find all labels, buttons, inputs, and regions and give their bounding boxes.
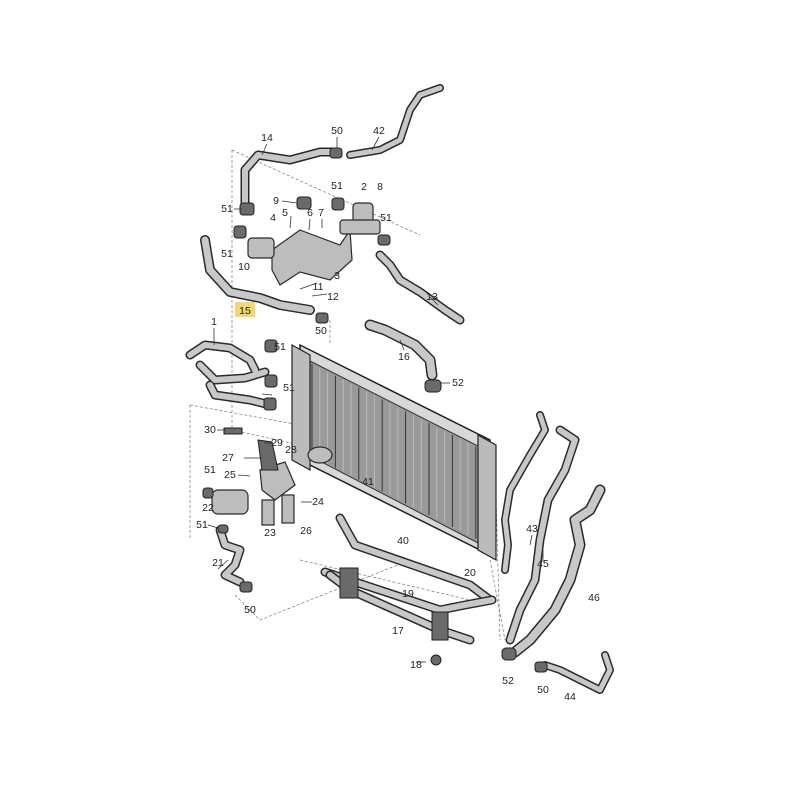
callout-50: 50 [537, 684, 549, 696]
callout-46: 46 [588, 592, 600, 604]
callout-15: 15 [239, 305, 251, 317]
leader-line [261, 143, 268, 156]
hose-44-fill [542, 652, 613, 693]
callout-51: 51 [274, 341, 286, 353]
callout-51: 51 [331, 180, 343, 192]
callout-12: 12 [327, 291, 339, 303]
callout-40: 40 [397, 535, 409, 547]
hose-21-fill [217, 527, 243, 585]
callout-50: 50 [331, 125, 343, 137]
callout-4: 4 [270, 212, 276, 224]
leader-lines [207, 136, 544, 663]
valve-10 [247, 237, 275, 259]
hose-1-fill [187, 342, 273, 408]
leader-line [311, 293, 328, 297]
hose-43-fill [502, 412, 548, 573]
hose-13-fill [377, 252, 463, 323]
bracket-27 [259, 461, 296, 501]
leader-line [261, 393, 273, 396]
callout-50: 50 [315, 325, 327, 337]
leader-line [308, 218, 311, 231]
callout-20: 20 [464, 567, 476, 579]
callout-1: 1 [211, 316, 217, 328]
callout-21: 21 [212, 557, 224, 569]
callout-51: 51 [380, 212, 392, 224]
leader-line [299, 282, 318, 290]
callout-14: 14 [261, 132, 273, 144]
callout-11: 11 [313, 281, 324, 293]
bracket-3 [271, 228, 353, 286]
sensor-30 [223, 427, 243, 435]
callout-52: 52 [452, 377, 464, 389]
leader-line [237, 474, 251, 477]
hoses [185, 84, 614, 694]
callout-2: 2 [361, 181, 367, 193]
callout-45: 45 [537, 558, 549, 570]
callout-51: 51 [196, 519, 208, 531]
radiator-41 [291, 343, 497, 562]
callout-44: 44 [564, 691, 576, 703]
leader-line [281, 200, 298, 204]
callout-3: 3 [334, 270, 340, 282]
callout-51: 51 [221, 203, 233, 215]
callout-51: 51 [204, 464, 216, 476]
leader-line [371, 136, 380, 151]
callout-17: 17 [392, 625, 404, 637]
callout-5: 5 [282, 207, 288, 219]
bolt-18 [430, 654, 442, 666]
callout-26: 26 [300, 525, 312, 537]
callout-41: 41 [362, 476, 374, 488]
callout-7: 7 [318, 207, 324, 219]
callout-27: 27 [222, 452, 234, 464]
hose-14-fill [242, 149, 338, 208]
hose-16-fill [366, 321, 436, 379]
callout-30: 30 [204, 424, 216, 436]
hose-42-fill [347, 85, 443, 158]
leader-line [217, 559, 229, 570]
leader-line [399, 339, 405, 351]
hose-24 [281, 494, 295, 524]
callout-28: 28 [285, 444, 297, 456]
hose-45-fill [507, 427, 578, 643]
coolant-pipes [320, 513, 497, 666]
small-parts [202, 147, 548, 673]
callout-18: 18 [410, 659, 422, 671]
callout-23: 23 [264, 527, 276, 539]
hose-46-fill [511, 486, 604, 656]
hose-15-fill [201, 236, 314, 314]
callout-29: 29 [271, 437, 283, 449]
leader-line [289, 215, 292, 229]
callout-9: 9 [273, 195, 279, 207]
callout-19: 19 [402, 588, 414, 600]
pump-22 [211, 489, 249, 515]
callout-25: 25 [224, 469, 236, 481]
callout-52: 52 [502, 675, 514, 687]
callout-42: 42 [373, 125, 385, 137]
callout-43: 43 [526, 523, 538, 535]
bracket-23 [261, 499, 275, 526]
leader-line [207, 524, 219, 529]
leader-line [429, 296, 439, 306]
callout-51: 51 [221, 248, 233, 260]
leader-line [529, 534, 533, 546]
callout-22: 22 [202, 502, 214, 514]
callout-6: 6 [307, 207, 313, 219]
callout-8: 8 [377, 181, 383, 193]
callout-51: 51 [283, 382, 295, 394]
clamp-52 [424, 379, 442, 393]
callout-50: 50 [244, 604, 256, 616]
callout-13: 13 [426, 291, 438, 303]
callout-16: 16 [398, 351, 410, 363]
callout-24: 24 [312, 496, 324, 508]
callout-10: 10 [238, 261, 250, 273]
callout-15-highlight [235, 302, 255, 317]
